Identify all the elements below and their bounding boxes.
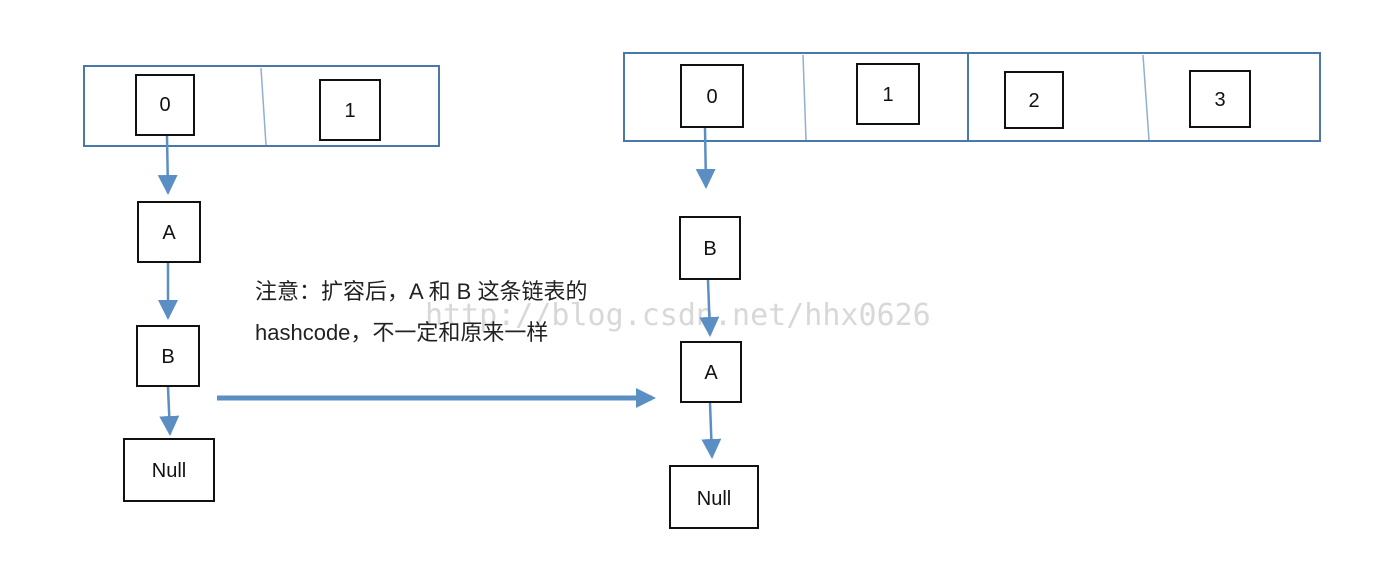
before-table-divider (260, 67, 267, 146)
after-bucket-2-box (1004, 71, 1064, 129)
note-line-2: hashcode，不一定和原来一样 (255, 320, 548, 345)
after-bucket-3-label: 3 (1214, 89, 1225, 111)
after-arrow-bucket-to-b (695, 127, 716, 189)
after-arrow-b-to-a (699, 279, 720, 337)
before-arrow-bucket-to-a (157, 135, 178, 195)
after-chain: B A Null (669, 127, 759, 529)
note-line-1: 注意：扩容后，A 和 B 这条链表的 (255, 279, 587, 304)
before-node-null-box (123, 438, 215, 502)
before-node-a: A (137, 201, 201, 263)
before-node-b-box (136, 325, 200, 387)
after-bucket-0-box (680, 64, 744, 128)
after-bucket-2: 2 (1004, 71, 1064, 129)
before-chain: A B Null (123, 135, 215, 502)
after-node-null-box (669, 465, 759, 529)
after-table: 0 1 2 3 (623, 52, 1321, 142)
after-bucket-3-box (1189, 70, 1251, 128)
before-node-a-label: A (162, 222, 176, 244)
after-node-a-box (680, 341, 742, 403)
after-bucket-1: 1 (856, 63, 920, 125)
before-arrow-b-to-null (159, 386, 180, 436)
after-bucket-3: 3 (1189, 70, 1251, 128)
after-node-b-box (679, 216, 741, 280)
before-node-null-label: Null (152, 460, 186, 482)
before-node-a-box (137, 201, 201, 263)
before-bucket-1: 1 (319, 79, 381, 141)
after-bucket-1-label: 1 (882, 84, 893, 106)
after-node-b-label: B (703, 238, 716, 260)
before-bucket-1-box (319, 79, 381, 141)
after-bucket-1-box (856, 63, 920, 125)
watermark-text: http://blog.csdn.net/hhx0626 (425, 298, 931, 333)
after-node-a-label: A (704, 362, 718, 384)
after-node-null-label: Null (697, 488, 731, 510)
after-node-b: B (679, 216, 741, 280)
before-table: 0 1 (83, 65, 440, 147)
after-bucket-0: 0 (680, 64, 744, 128)
after-table-divider-3 (1142, 54, 1150, 141)
after-bucket-0-label: 0 (706, 86, 717, 108)
after-bucket-2-label: 2 (1028, 90, 1039, 112)
before-bucket-0-label: 0 (159, 94, 170, 116)
before-bucket-0: 0 (135, 74, 195, 136)
after-table-divider-1 (802, 54, 807, 141)
before-bucket-1-label: 1 (344, 100, 355, 122)
after-arrow-a-to-null (701, 402, 722, 459)
before-node-b-label: B (161, 346, 174, 368)
before-node-null: Null (123, 438, 215, 502)
after-node-a: A (680, 341, 742, 403)
note: 注意：扩容后，A 和 B 这条链表的 hashcode，不一定和原来一样 (255, 279, 587, 345)
after-node-null: Null (669, 465, 759, 529)
before-bucket-0-box (135, 74, 195, 136)
before-table-frame (83, 65, 440, 147)
before-node-b: B (136, 325, 200, 387)
after-table-frame (623, 52, 1321, 142)
